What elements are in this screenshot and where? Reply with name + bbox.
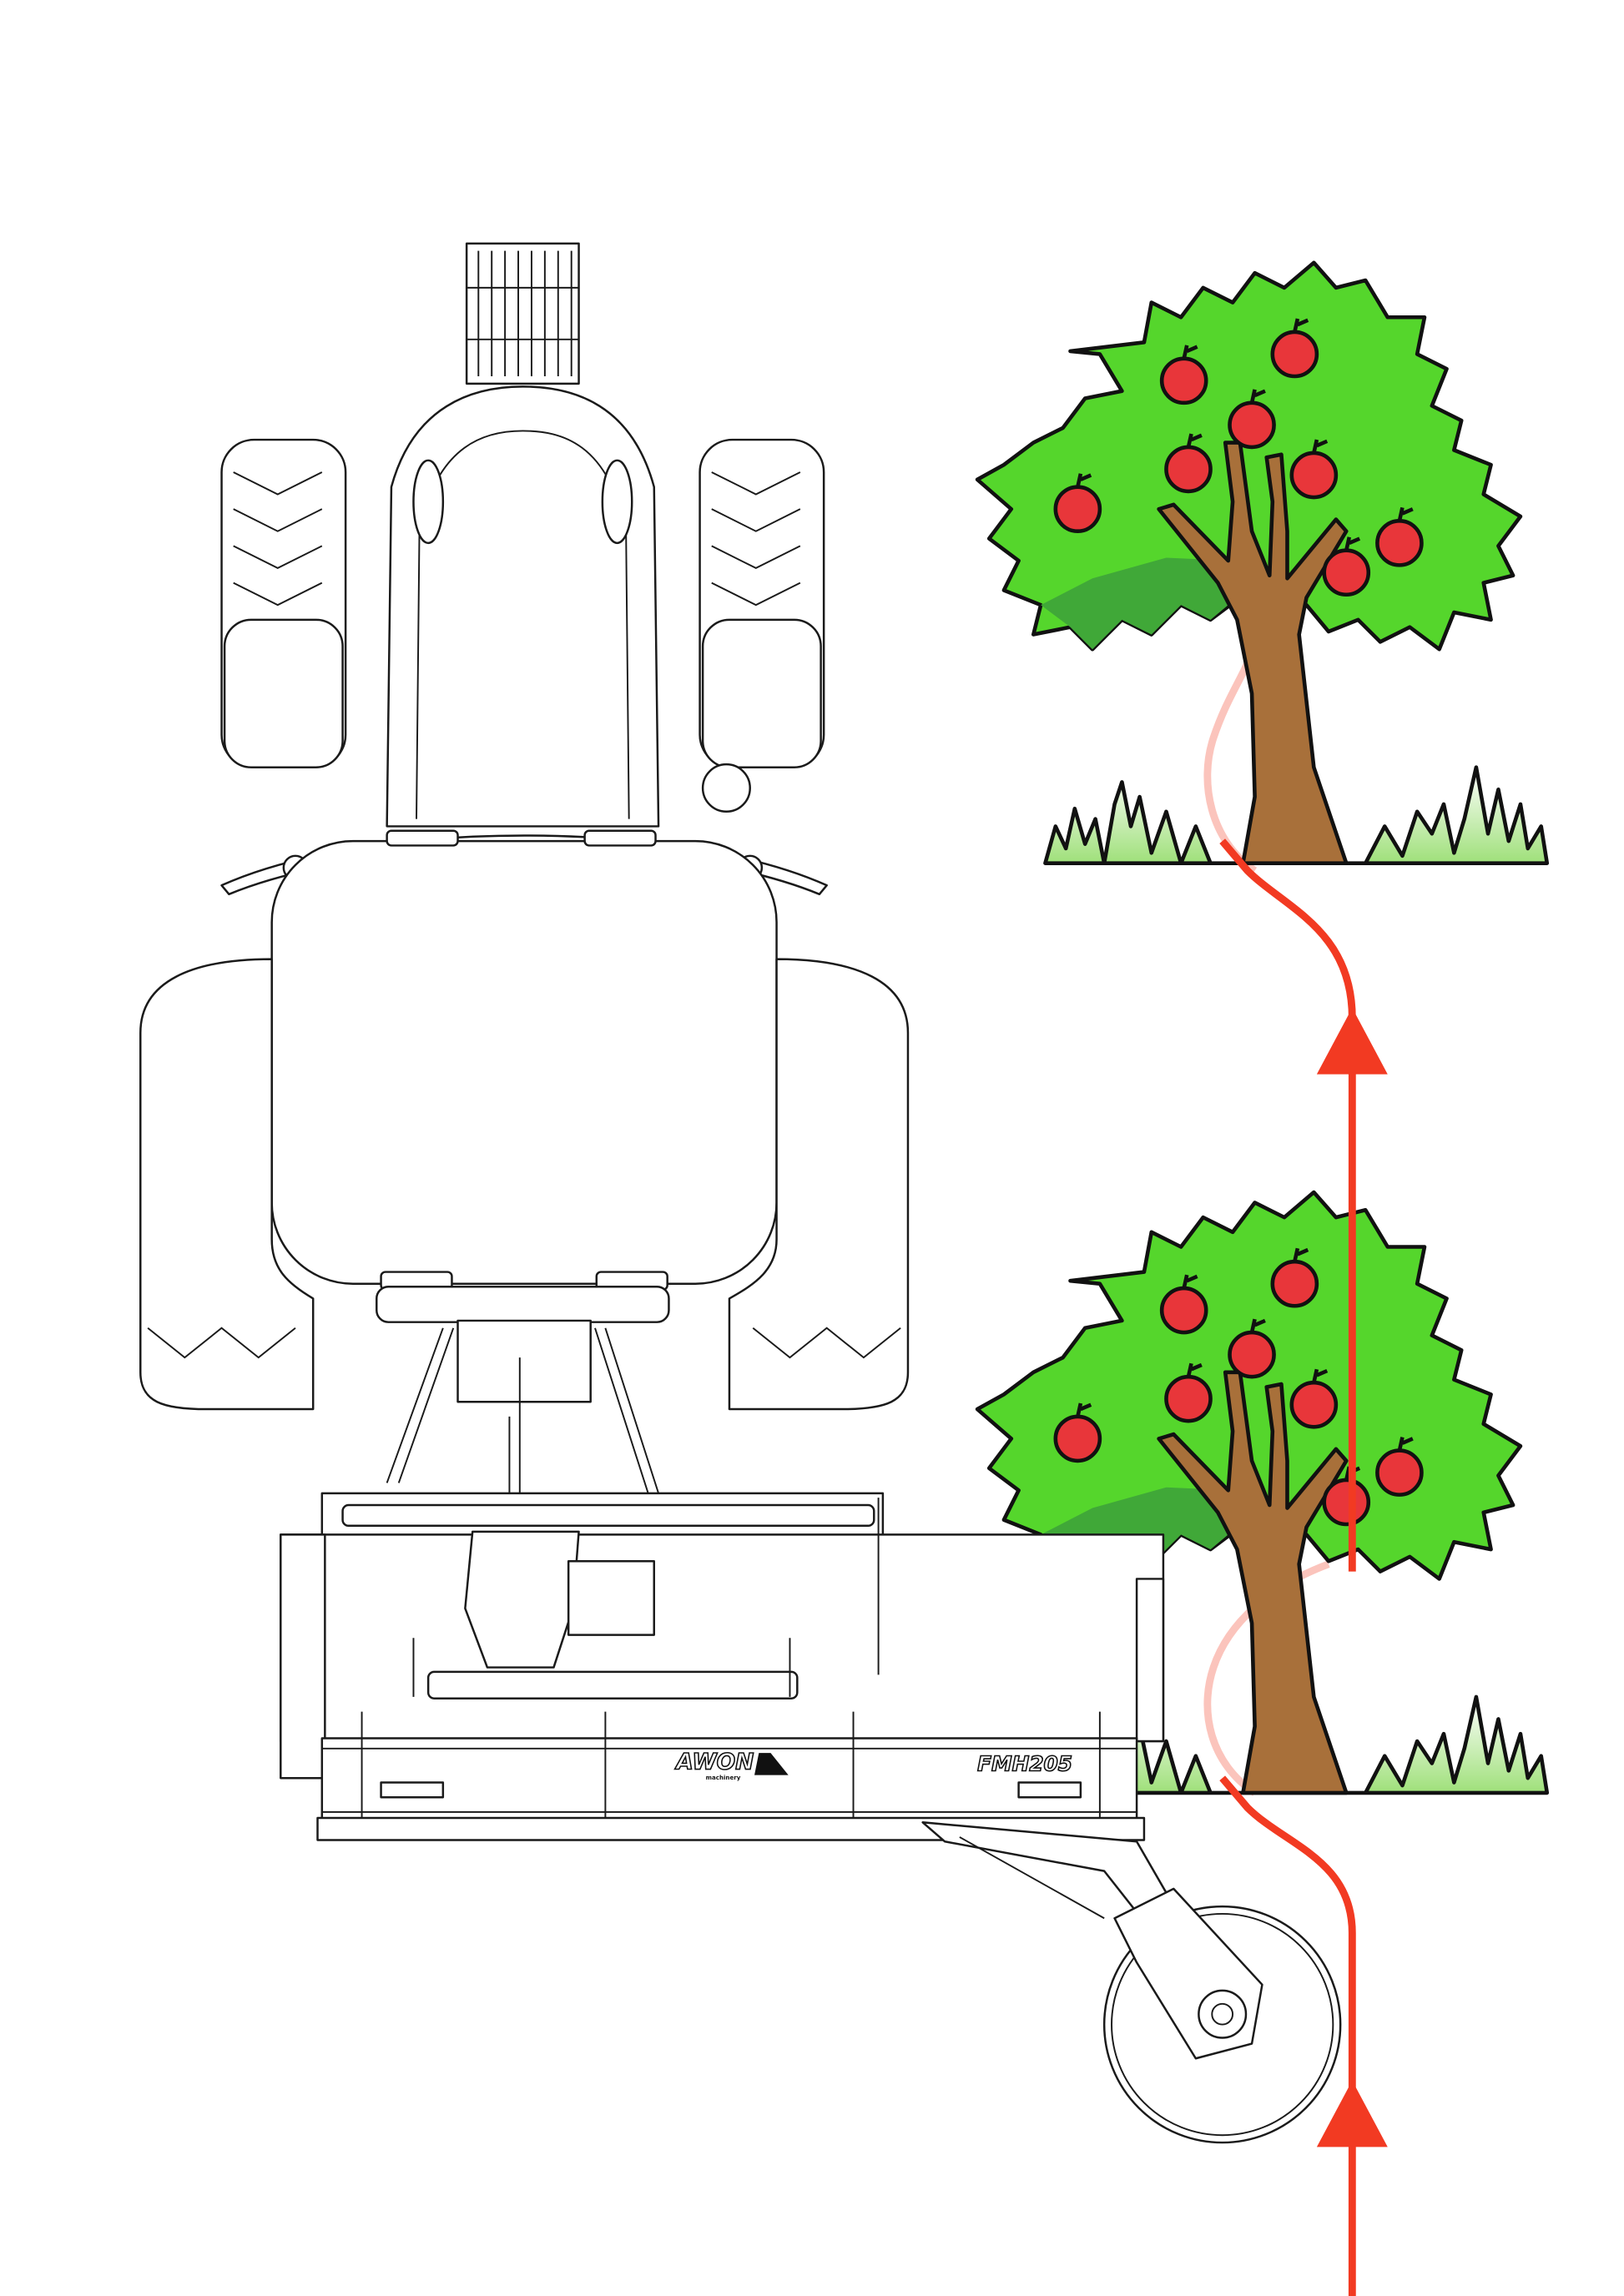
mulcher-fmh205: AWON machinery FMH205	[280, 1492, 1342, 2144]
direction-arrow-icon	[1316, 1007, 1388, 1075]
travel-path	[1219, 838, 1356, 2296]
tractor	[139, 242, 910, 1535]
apple-tree-top	[977, 263, 1547, 864]
brand-tagline: machinery	[706, 1774, 741, 1781]
direction-arrow-icon	[1316, 2080, 1388, 2147]
model-label: FMH205	[977, 1751, 1072, 1775]
brand-logo: AWON	[674, 1750, 754, 1775]
